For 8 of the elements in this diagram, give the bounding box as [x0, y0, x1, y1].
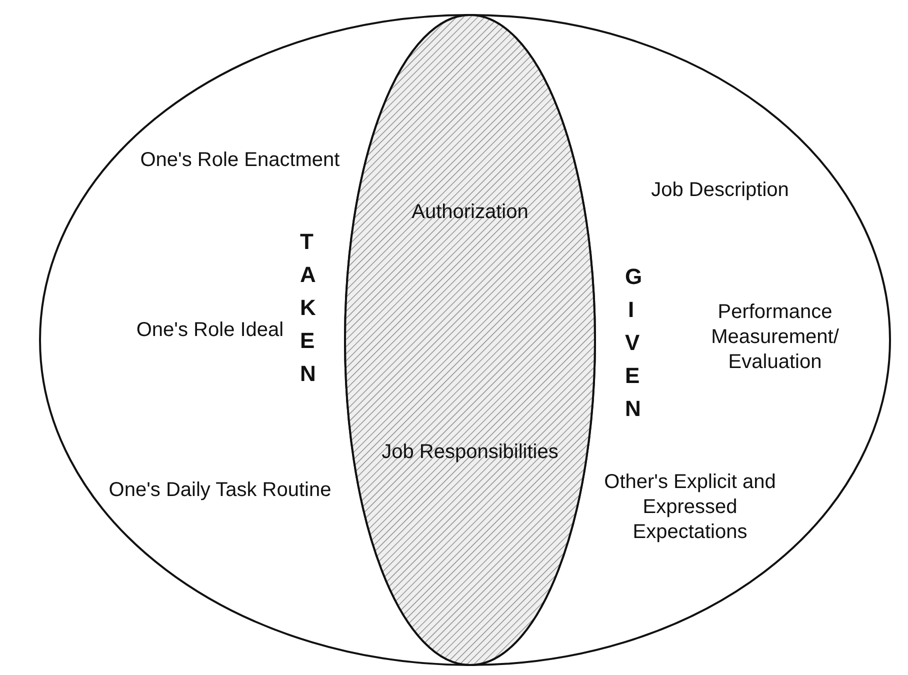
region-label: Other's Explicit and Expressed Expectations: [603, 470, 777, 545]
region-label: One's Role Enactment: [139, 148, 341, 173]
region-label: One's Role Ideal: [135, 318, 285, 343]
region-label: One's Daily Task Routine: [108, 478, 332, 503]
region-label: Authorization: [410, 200, 530, 225]
region-label: Job Responsibilities: [380, 440, 560, 465]
region-label: Job Description: [650, 178, 790, 203]
region-label: Performance Measurement/ Evaluation: [710, 300, 840, 375]
